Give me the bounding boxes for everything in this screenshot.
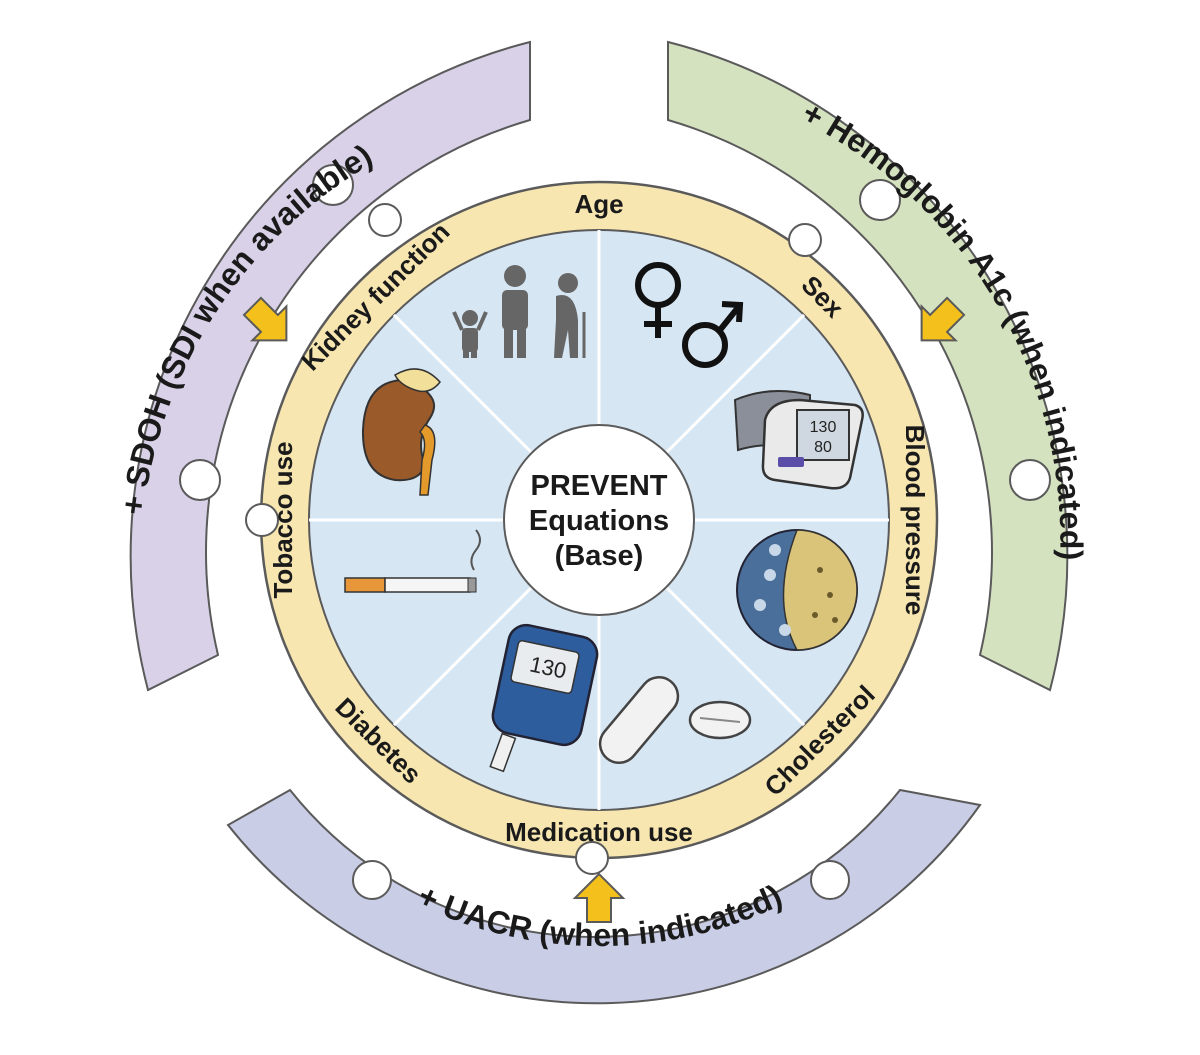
uacr-arc xyxy=(226,788,982,1005)
sector-divider xyxy=(665,313,806,454)
factor-label-age: Age xyxy=(574,189,623,219)
ring-notch-top xyxy=(368,203,402,237)
blood-pressure-monitor-icon: 130 80 xyxy=(733,390,864,490)
sector-divider xyxy=(392,586,533,727)
ring-notch-bottom xyxy=(575,841,609,875)
sdoh-puzzle-tab-2 xyxy=(179,459,221,501)
factor-label-blood-pressure: Blood pressure xyxy=(900,425,930,616)
hba1c-puzzle-tab xyxy=(859,179,901,221)
hba1c-puzzle-tab-2 xyxy=(1009,459,1051,501)
factor-label-tobacco-use: Tobacco use xyxy=(268,441,298,598)
lipoprotein-particle-icon xyxy=(736,529,858,651)
center-circle xyxy=(503,424,695,616)
uacr-puzzle-tab xyxy=(352,860,392,900)
sector-dividers xyxy=(309,230,889,810)
pills-icon xyxy=(598,676,752,764)
ring-notch-left xyxy=(245,503,279,537)
sector-divider xyxy=(392,313,533,454)
factor-label-medication-use: Medication use xyxy=(505,817,693,847)
hba1c-arrow-icon xyxy=(920,296,966,342)
kidney-icon xyxy=(361,368,441,496)
bp-diastolic: 80 xyxy=(814,439,832,456)
bp-systolic: 130 xyxy=(810,419,837,436)
people-age-icon xyxy=(452,265,586,358)
uacr-puzzle-tab-2 xyxy=(810,860,850,900)
cigarette-icon xyxy=(344,529,481,593)
uacr-arrow-icon xyxy=(572,872,626,923)
ring-notch-right xyxy=(788,223,822,257)
sdoh-arrow-icon xyxy=(242,296,288,342)
sdoh-puzzle-tab xyxy=(312,164,354,206)
gender-symbols-icon xyxy=(635,262,744,368)
hba1c-arc xyxy=(667,40,1069,692)
sector-divider xyxy=(665,586,806,727)
center-line-1: PREVENT xyxy=(531,470,668,502)
center-line-3: (Base) xyxy=(555,540,644,572)
glucose-meter-icon: 130 xyxy=(489,623,599,773)
center-line-2: Equations xyxy=(529,505,669,537)
